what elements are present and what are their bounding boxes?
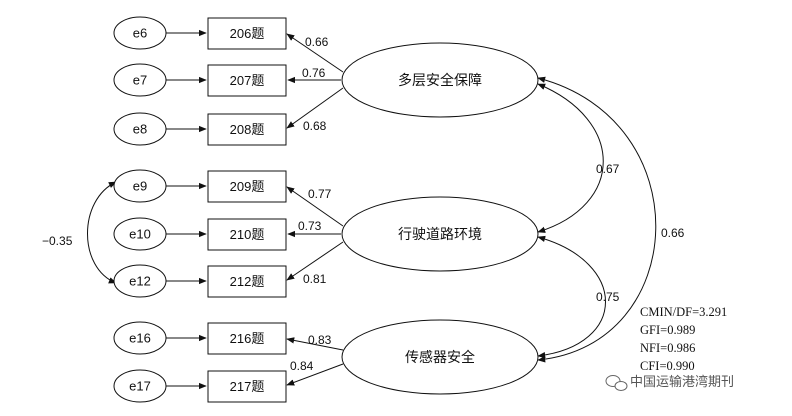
fit-index-cmin-df: CMIN/DF=3.291 xyxy=(640,305,727,319)
watermark: 中国运输港湾期刊 xyxy=(605,374,734,391)
error-label-e9: e9 xyxy=(133,179,147,194)
error-node-e7: e7 xyxy=(113,63,167,97)
error-node-e9: e9 xyxy=(113,169,167,203)
wechat-icon xyxy=(605,375,628,391)
loading-arrows xyxy=(286,33,344,386)
loading-value-209: 0.77 xyxy=(308,187,332,201)
corr-value-f1-f2: 0.67 xyxy=(596,162,620,176)
indicator-label-212: 212题 xyxy=(230,274,265,289)
indicator-nodes: 206题 207题 208题 209题 210题 212题 216题 217题 xyxy=(207,17,287,403)
correlation-curves xyxy=(87,76,657,363)
corr-value-e9-e12: −0.35 xyxy=(42,234,73,248)
fit-indices: CMIN/DF=3.291 GFI=0.989 NFI=0.986 CFI=0.… xyxy=(640,305,727,373)
error-node-e8: e8 xyxy=(113,112,167,146)
arrow-f3-q216 xyxy=(286,337,344,351)
latent-node-f3: 传感器安全 xyxy=(341,319,539,395)
error-label-e10: e10 xyxy=(129,227,151,242)
loading-value-216: 0.83 xyxy=(308,333,332,347)
error-node-e12: e12 xyxy=(113,264,167,298)
error-nodes: e6 e7 e8 e9 e10 e12 e16 e17 xyxy=(113,16,167,403)
error-label-e16: e16 xyxy=(129,331,151,346)
fit-index-nfi: NFI=0.986 xyxy=(640,341,695,355)
arrow-f3-q217 xyxy=(286,363,344,386)
latent-label-f3: 传感器安全 xyxy=(405,349,475,365)
arrow-f1-q208 xyxy=(286,87,344,129)
corr-value-f2-f3: 0.75 xyxy=(596,290,620,304)
indicator-box-216: 216题 xyxy=(207,322,287,355)
arrow-f2-q209 xyxy=(286,186,344,227)
indicator-box-209: 209题 xyxy=(207,170,287,203)
error-node-e10: e10 xyxy=(113,217,167,251)
indicator-box-210: 210题 xyxy=(207,218,287,251)
curve-f1-f2 xyxy=(537,83,604,233)
indicator-label-216: 216题 xyxy=(230,331,265,346)
loading-value-212: 0.81 xyxy=(303,272,327,286)
indicator-box-208: 208题 xyxy=(207,113,287,146)
arrow-f2-q212 xyxy=(286,241,344,281)
arrow-f1-q206 xyxy=(286,33,344,73)
indicator-label-208: 208题 xyxy=(230,122,265,137)
error-node-e17: e17 xyxy=(113,369,167,403)
loading-value-207: 0.76 xyxy=(302,66,326,80)
error-arrows xyxy=(166,29,207,390)
watermark-text: 中国运输港湾期刊 xyxy=(630,374,734,389)
error-label-e6: e6 xyxy=(133,26,147,41)
indicator-label-206: 206题 xyxy=(230,26,265,41)
indicator-label-217: 217题 xyxy=(230,379,265,394)
curve-f1-f3 xyxy=(537,76,657,363)
fit-index-gfi: GFI=0.989 xyxy=(640,323,695,337)
indicator-box-206: 206题 xyxy=(207,17,287,50)
loading-values: 0.66 0.76 0.68 0.77 0.73 0.81 0.83 0.84 xyxy=(290,35,332,373)
loading-value-208: 0.68 xyxy=(303,119,327,133)
latent-node-f2: 行驶道路环境 xyxy=(341,196,539,272)
indicator-label-210: 210题 xyxy=(230,227,265,242)
indicator-label-209: 209题 xyxy=(230,179,265,194)
indicator-box-217: 217题 xyxy=(207,370,287,403)
indicator-label-207: 207题 xyxy=(230,73,265,88)
latent-node-f1: 多层安全保障 xyxy=(341,42,539,118)
loading-value-206: 0.66 xyxy=(305,35,329,49)
latent-label-f1: 多层安全保障 xyxy=(398,72,482,88)
corr-value-f1-f3: 0.66 xyxy=(661,226,685,240)
error-node-e16: e16 xyxy=(113,321,167,355)
curve-e9-e12 xyxy=(87,181,117,284)
error-label-e8: e8 xyxy=(133,122,147,137)
latent-nodes: 多层安全保障 行驶道路环境 传感器安全 xyxy=(341,42,539,395)
curve-f2-f3 xyxy=(537,235,606,359)
error-label-e17: e17 xyxy=(129,379,151,394)
error-label-e7: e7 xyxy=(133,73,147,88)
error-label-e12: e12 xyxy=(129,274,151,289)
correlation-values: 0.67 0.75 0.66 −0.35 xyxy=(42,162,685,304)
indicator-box-212: 212题 xyxy=(207,265,287,298)
loading-value-217: 0.84 xyxy=(290,359,314,373)
error-node-e6: e6 xyxy=(113,16,167,50)
fit-index-cfi: CFI=0.990 xyxy=(640,359,695,373)
loading-value-210: 0.73 xyxy=(298,219,322,233)
latent-label-f2: 行驶道路环境 xyxy=(398,226,482,242)
indicator-box-207: 207题 xyxy=(207,64,287,97)
